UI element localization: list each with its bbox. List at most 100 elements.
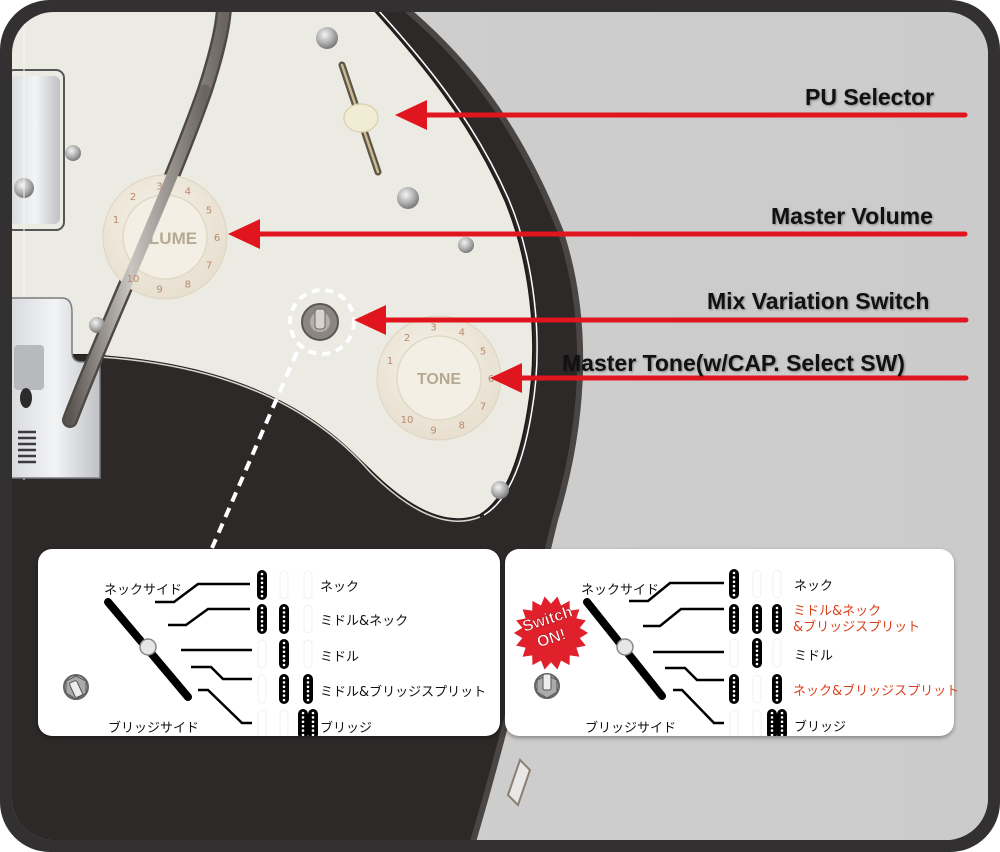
arrowhead-mix-variation [354,305,386,335]
knob-number: 1 [113,215,119,226]
pickup-off [257,709,267,736]
pickup-off [303,639,313,669]
selector-bar [104,598,192,701]
position-label-highlight: &ブリッジスプリット [793,620,921,635]
pickup-off [279,570,289,600]
pickup-indicators [729,569,787,736]
selector-connector-line [191,665,252,681]
pickup-single [279,674,289,704]
pickup-off [303,604,313,634]
pickup-single [257,604,267,634]
pickup-off [303,570,313,600]
screw [458,237,474,253]
pickup-single [729,674,739,704]
screw [89,317,105,333]
pu-selector-tip[interactable] [343,103,379,133]
pickup-single [729,604,739,634]
knob-number: 5 [480,346,486,357]
callout-pu-selector: PU Selector [805,84,935,110]
pickup-off [257,674,267,704]
position-label-highlight: ネック&ブリッジスプリット [793,684,960,699]
pickup-split [303,674,313,704]
arrowhead-master-tone [490,363,522,393]
volume-knob-label: LUME [149,229,197,248]
bridge-spring [18,430,36,464]
knob-number: 8 [185,280,191,291]
selector-connector-line [673,688,724,725]
neck-side-label: ネックサイド [104,583,183,598]
pickup-indicators [257,570,318,736]
position-label: ブリッジ [320,721,373,736]
screw [397,187,419,209]
toggle-switch-on-icon [534,673,560,699]
selector-connector-line [629,581,724,603]
pickup-single [279,639,289,669]
selector-connector-line [168,607,250,627]
pickup-single [279,604,289,634]
knob-number: 3 [156,181,162,192]
position-label-highlight: ミドル&ネック [793,604,882,619]
knob-number: 6 [214,233,220,244]
selector-knob [616,638,634,656]
position-label: ミドル&ブリッジスプリット [320,685,487,700]
pickup-off [752,569,762,599]
knob-number: 6 [488,374,494,385]
callout-arrows [228,100,969,393]
selector-connector-line [155,582,250,604]
diagram-switch-on-graphics: Switch ON! [512,569,787,736]
knob-number: 7 [206,261,212,272]
pickup-off [729,638,739,668]
toggle-switch-off-icon [63,674,89,700]
switch-on-badge: Switch ON! [512,594,590,672]
highlight-circle [288,288,356,356]
pickup-split [772,604,782,634]
knob-number: 5 [206,205,212,216]
knob-number: 10 [401,415,414,426]
callout-master-volume: Master Volume [771,203,933,229]
position-label: ネック [320,580,360,595]
bridge-side-label: ブリッジサイド [108,721,200,736]
position-label: ネック [794,579,834,594]
pickup-off [752,709,762,736]
knob-number: 9 [156,285,162,296]
pickup-off [752,674,762,704]
screw [316,27,338,49]
bridge-side-label: ブリッジサイド [585,721,677,736]
arrowhead-master-volume [228,219,260,249]
position-label: ミドル [320,650,360,665]
screw [65,145,81,161]
pickup-off [772,569,782,599]
pickup-off [279,709,289,736]
selector-connector-line [198,688,252,725]
selector-lines [629,581,724,725]
knob-number: 10 [127,274,140,285]
arrowhead-pu-selector [395,100,427,130]
position-label: ミドル [794,649,834,664]
pickup-single [752,604,762,634]
position-label: ブリッジ [794,720,847,735]
strap-button [506,758,532,807]
callout-mix-variation-switch: Mix Variation Switch [707,288,930,314]
screw [491,481,509,499]
selector-knob [139,638,157,656]
selector-connector-line [665,666,724,682]
pickup-off [729,709,739,736]
knob-number: 3 [430,322,436,333]
diagram-card-switch-off: ネックサイド ブリッジサイド ネック ミドル&ネック ミドル ミドル&ブリッジス… [38,549,500,736]
position-label: ミドル&ネック [320,614,409,629]
knob-number: 4 [459,327,465,338]
knob-number: 9 [430,426,436,437]
pickup-off [257,639,267,669]
diagram-switch-off-graphics [63,570,318,736]
knob-number: 1 [387,356,393,367]
knob-number: 2 [404,333,410,344]
selector-bar [583,598,666,700]
pickup-single [257,570,267,600]
knob-number: 2 [130,192,136,203]
selector-connector-line [643,607,724,628]
tone-knob[interactable]: TONE [376,315,502,441]
pickup-single [729,569,739,599]
mix-variation-toggle[interactable] [301,303,339,341]
